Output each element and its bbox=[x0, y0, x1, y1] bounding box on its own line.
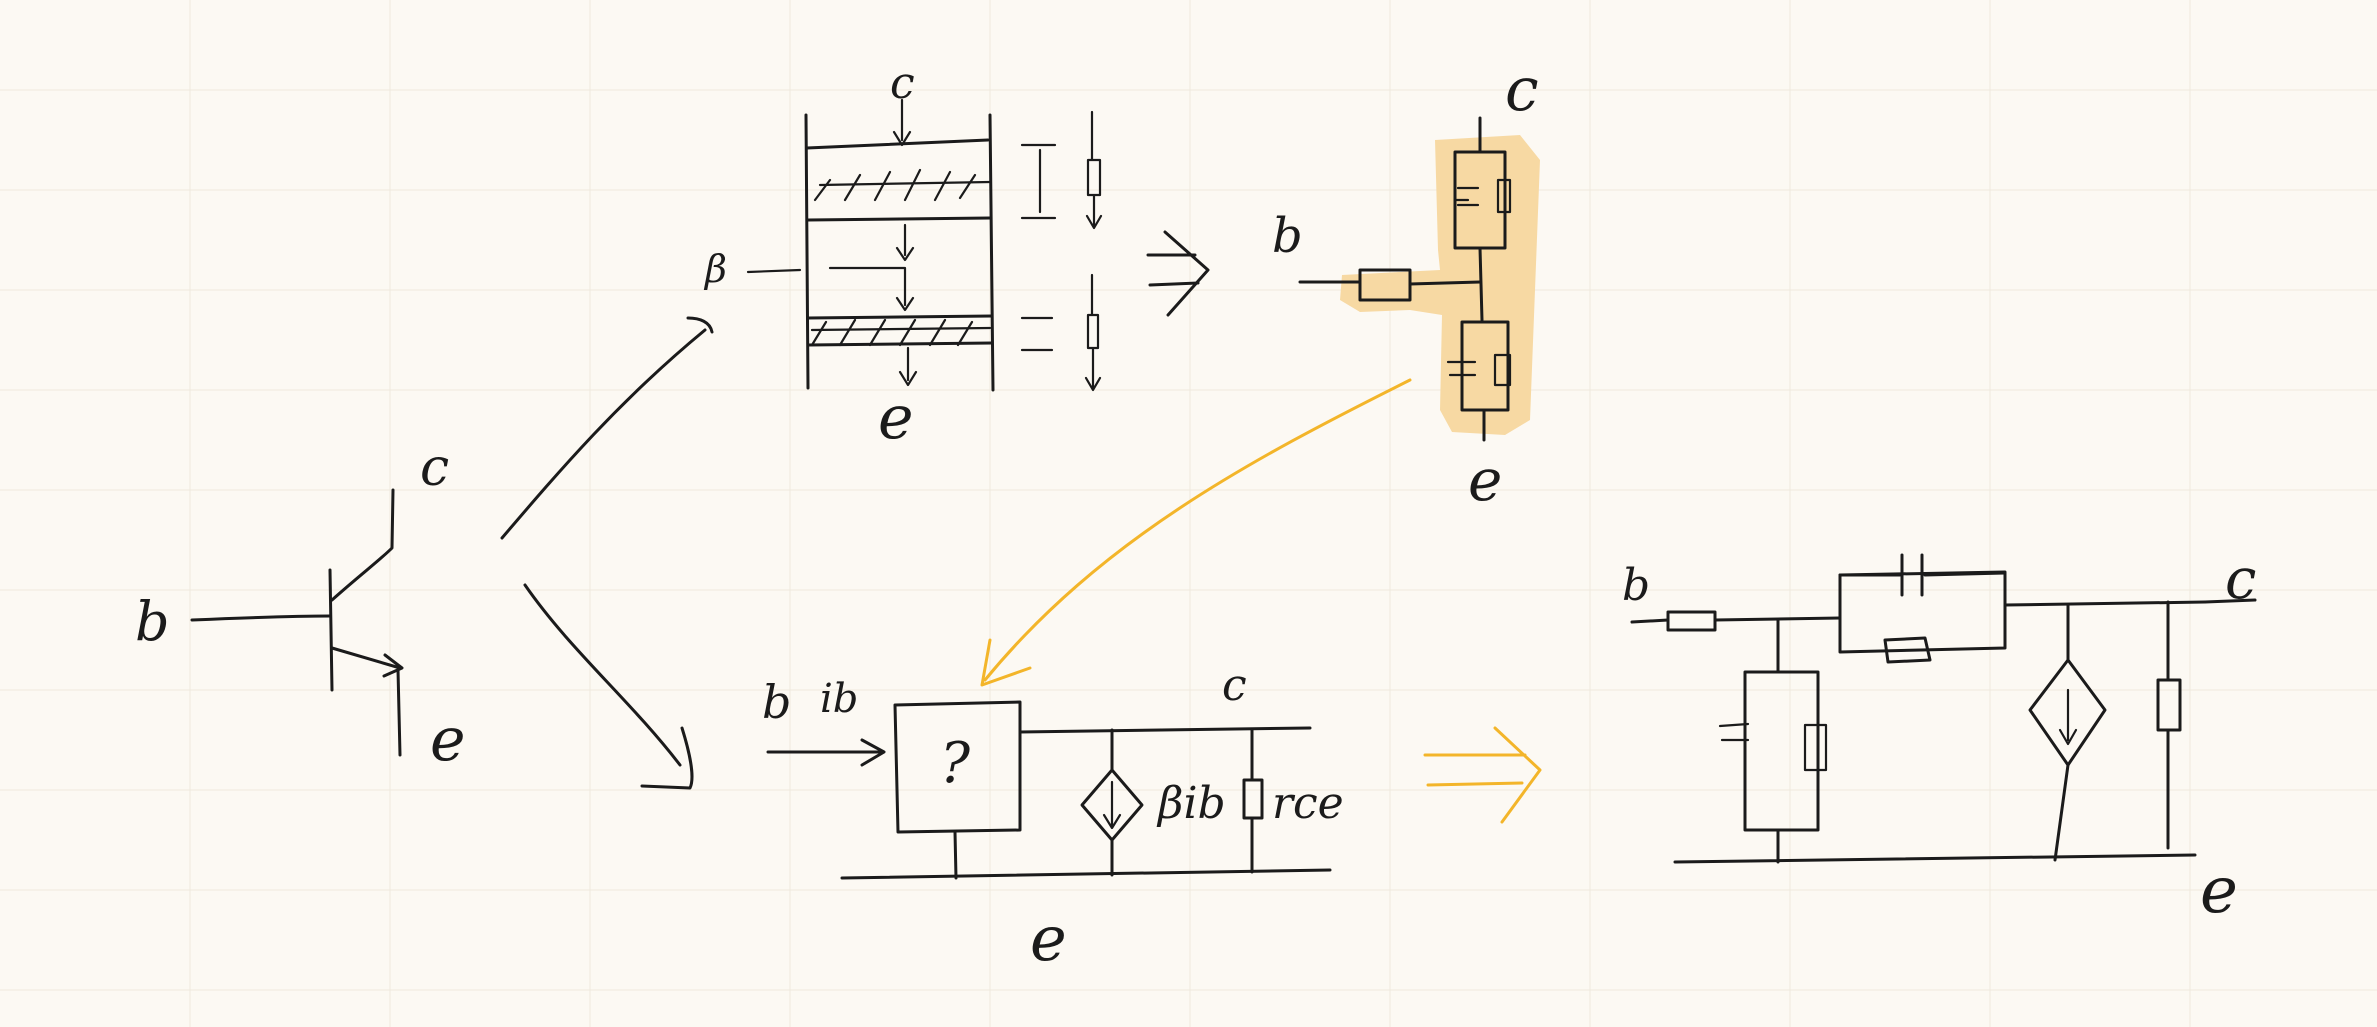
layer-collector-label: c bbox=[890, 58, 915, 109]
mapping-arrow bbox=[980, 378, 1412, 687]
small-signal-base-label: b bbox=[762, 675, 791, 729]
bjt-base-label: b bbox=[135, 590, 170, 653]
unknown-block-label: ? bbox=[940, 731, 971, 796]
full-collector-label: c bbox=[2225, 547, 2256, 612]
implies-arrow-2 bbox=[1423, 726, 1542, 824]
small-signal-emitter-label: e bbox=[1030, 902, 1067, 975]
layer-emitter-label: e bbox=[878, 383, 914, 453]
layer-structure-diagram: c β e bbox=[703, 58, 1103, 453]
current-source-label: βib bbox=[1156, 778, 1226, 829]
branch-arrows bbox=[500, 316, 714, 790]
highlight-region bbox=[1340, 135, 1540, 435]
layer-base-label: β bbox=[703, 247, 727, 291]
base-current-label: ib bbox=[820, 676, 858, 722]
bjt-emitter-label: e bbox=[430, 705, 466, 775]
small-signal-model: ? b ib c βib rce e bbox=[762, 660, 1344, 975]
bjt-collector-label: c bbox=[420, 438, 449, 498]
full-emitter-label: e bbox=[2200, 854, 2238, 928]
junction-emitter-label: e bbox=[1468, 446, 1502, 514]
output-resistance-label: rce bbox=[1272, 778, 1344, 829]
implies-arrow-1 bbox=[1146, 230, 1210, 317]
junction-collector-label: c bbox=[1505, 55, 1539, 125]
full-base-label: b bbox=[1622, 560, 1650, 611]
junction-base-label: b bbox=[1272, 208, 1303, 264]
bjt-transistor-symbol: b c e bbox=[135, 438, 466, 775]
full-equivalent-circuit: b c e bbox=[1622, 547, 2257, 928]
junction-model-diagram: c b e bbox=[1272, 55, 1540, 514]
small-signal-collector-label: c bbox=[1222, 660, 1247, 711]
